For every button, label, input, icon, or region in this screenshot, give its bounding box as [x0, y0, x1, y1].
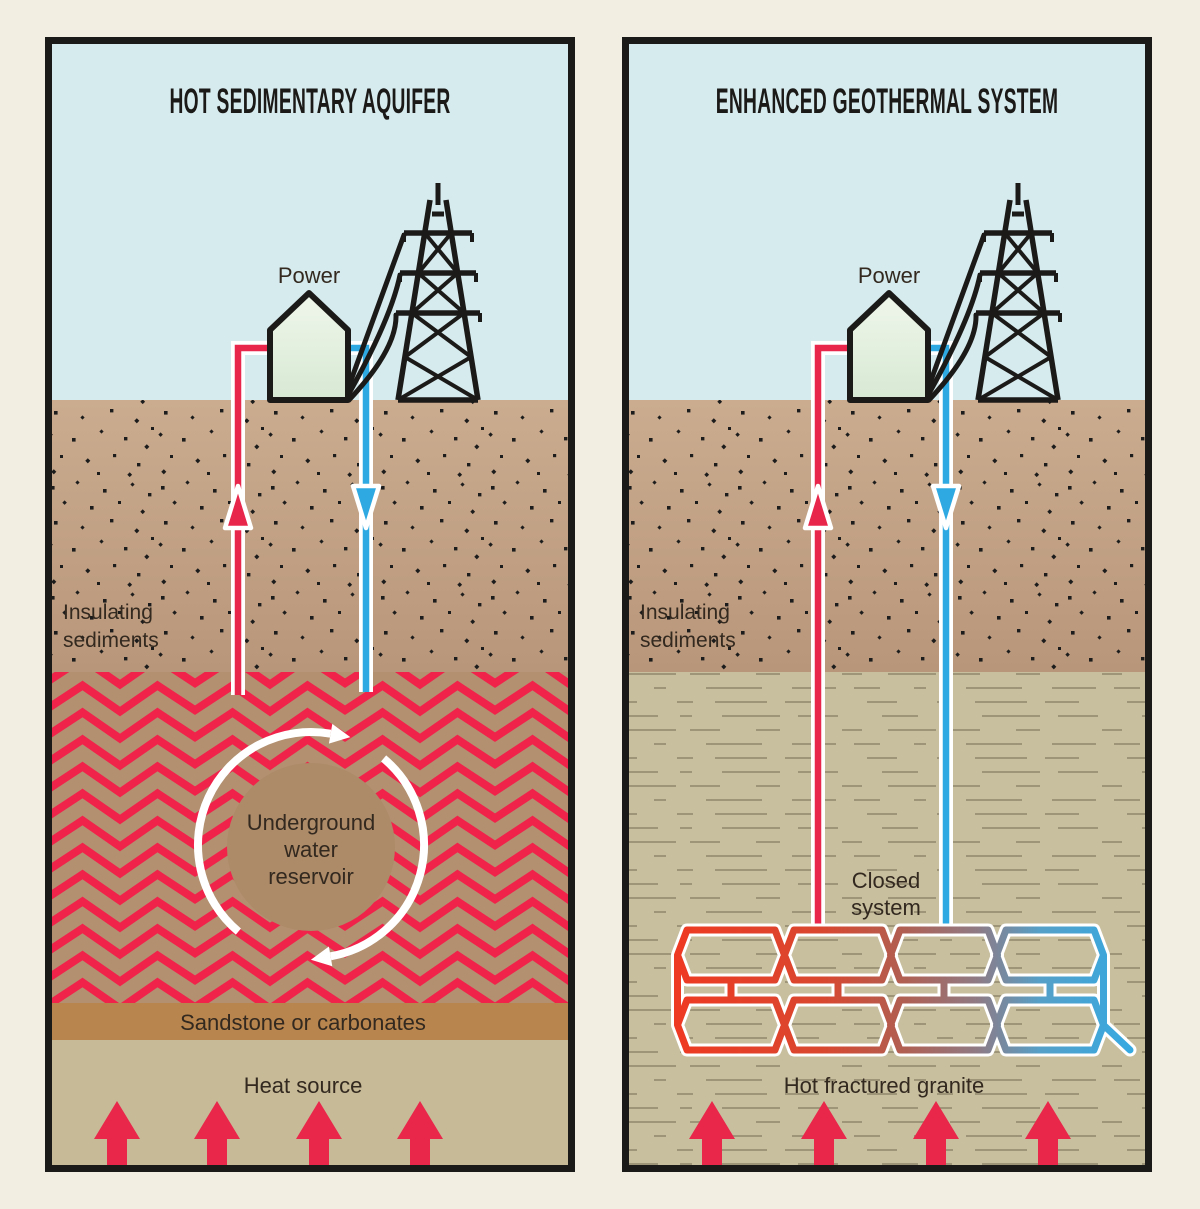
power-line-1 [343, 232, 407, 397]
reservoir-area [227, 763, 395, 931]
tower-arms [396, 230, 480, 316]
tower-arm-hooks [974, 233, 1062, 322]
well-pipes [802, 341, 962, 930]
tower-braces [976, 231, 1060, 402]
insulating-label-line2: sediments [63, 629, 159, 652]
heat-source-label: Heat source [244, 1073, 363, 1098]
panel-enhanced-geothermal-system: Power Insulating sediments Closed system… [622, 37, 1152, 1172]
well-pipes [222, 341, 382, 695]
power-line-3 [926, 312, 979, 403]
heat-arrow-icon [1025, 1101, 1071, 1169]
insulating-label-line1: Insulating [640, 601, 730, 624]
panel-hot-sedimentary-aquifer: Power Underground water reservoir Insula… [45, 37, 575, 1172]
heat-arrow-icon [689, 1101, 735, 1169]
heat-arrow-icon [94, 1101, 140, 1169]
hot-water-pipe [234, 344, 270, 695]
closed-system-label-line1: Closed [852, 868, 920, 893]
heat-arrow-icon [194, 1101, 240, 1169]
surface-scene: Power [267, 183, 482, 403]
power-house [267, 290, 351, 403]
panel-border [45, 37, 575, 1172]
power-line-3 [346, 312, 399, 403]
cold-down-arrow-icon [350, 483, 382, 531]
power-line-2 [924, 272, 983, 400]
transmission-tower-icon [394, 183, 482, 403]
circulation-arrows [194, 723, 429, 967]
power-label: Power [858, 263, 920, 288]
circulation-arc-right [329, 755, 429, 961]
cold-down-arrow-icon [930, 483, 962, 531]
insulating-label-line1: Insulating [63, 601, 153, 624]
power-line-2 [344, 272, 403, 400]
sediment-speckles [48, 400, 572, 672]
panel-title: HOT SEDIMENTARY AQUIFER [169, 81, 450, 121]
heat-arrows [94, 1101, 443, 1169]
tower-braces [396, 231, 480, 402]
circulation-arrow-bottom-icon [310, 946, 333, 967]
power-line-1 [923, 232, 987, 397]
granite-label: Hot fractured granite [784, 1073, 985, 1098]
sediment-speckles [625, 400, 1149, 672]
heat-exchanger-loops [674, 926, 1134, 1054]
reservoir-label-line3: reservoir [268, 864, 354, 889]
panel-title: ENHANCED GEOTHERMAL SYSTEM [716, 81, 1059, 121]
closed-system-label-line2: system [851, 895, 921, 920]
heat-arrow-icon [801, 1101, 847, 1169]
power-lines [341, 232, 407, 403]
power-label: Power [278, 263, 340, 288]
circulation-arc-left [194, 728, 332, 935]
tower-arm-hooks [394, 233, 482, 322]
tower-spike [1012, 183, 1024, 217]
heat-arrows [689, 1101, 1071, 1169]
hot-up-arrow-icon [222, 483, 254, 531]
tower-arms [976, 230, 1060, 316]
tower-spike [432, 183, 444, 217]
insulating-label-line2: sediments [640, 629, 736, 652]
heat-arrow-icon [397, 1101, 443, 1169]
panel-border [622, 37, 1152, 1172]
hot-water-pipe [814, 344, 850, 930]
circulation-arrow-top-icon [328, 723, 351, 744]
cold-water-pipe [348, 344, 370, 692]
cold-water-pipe [928, 344, 950, 930]
surface-scene: Power [847, 183, 1062, 403]
closed-loop-heat-exchanger [671, 923, 1137, 1057]
power-house [847, 290, 931, 403]
granite-lines [625, 672, 1149, 1169]
reservoir-label-line2: water [283, 837, 338, 862]
sandstone-layer [48, 1003, 572, 1040]
heat-arrow-icon [296, 1101, 342, 1169]
hot-up-arrow-icon [802, 483, 834, 531]
reservoir-label-line1: Underground [247, 810, 375, 835]
heat-arrow-icon [913, 1101, 959, 1169]
sandstone-label: Sandstone or carbonates [180, 1010, 426, 1035]
transmission-tower-icon [974, 183, 1062, 403]
